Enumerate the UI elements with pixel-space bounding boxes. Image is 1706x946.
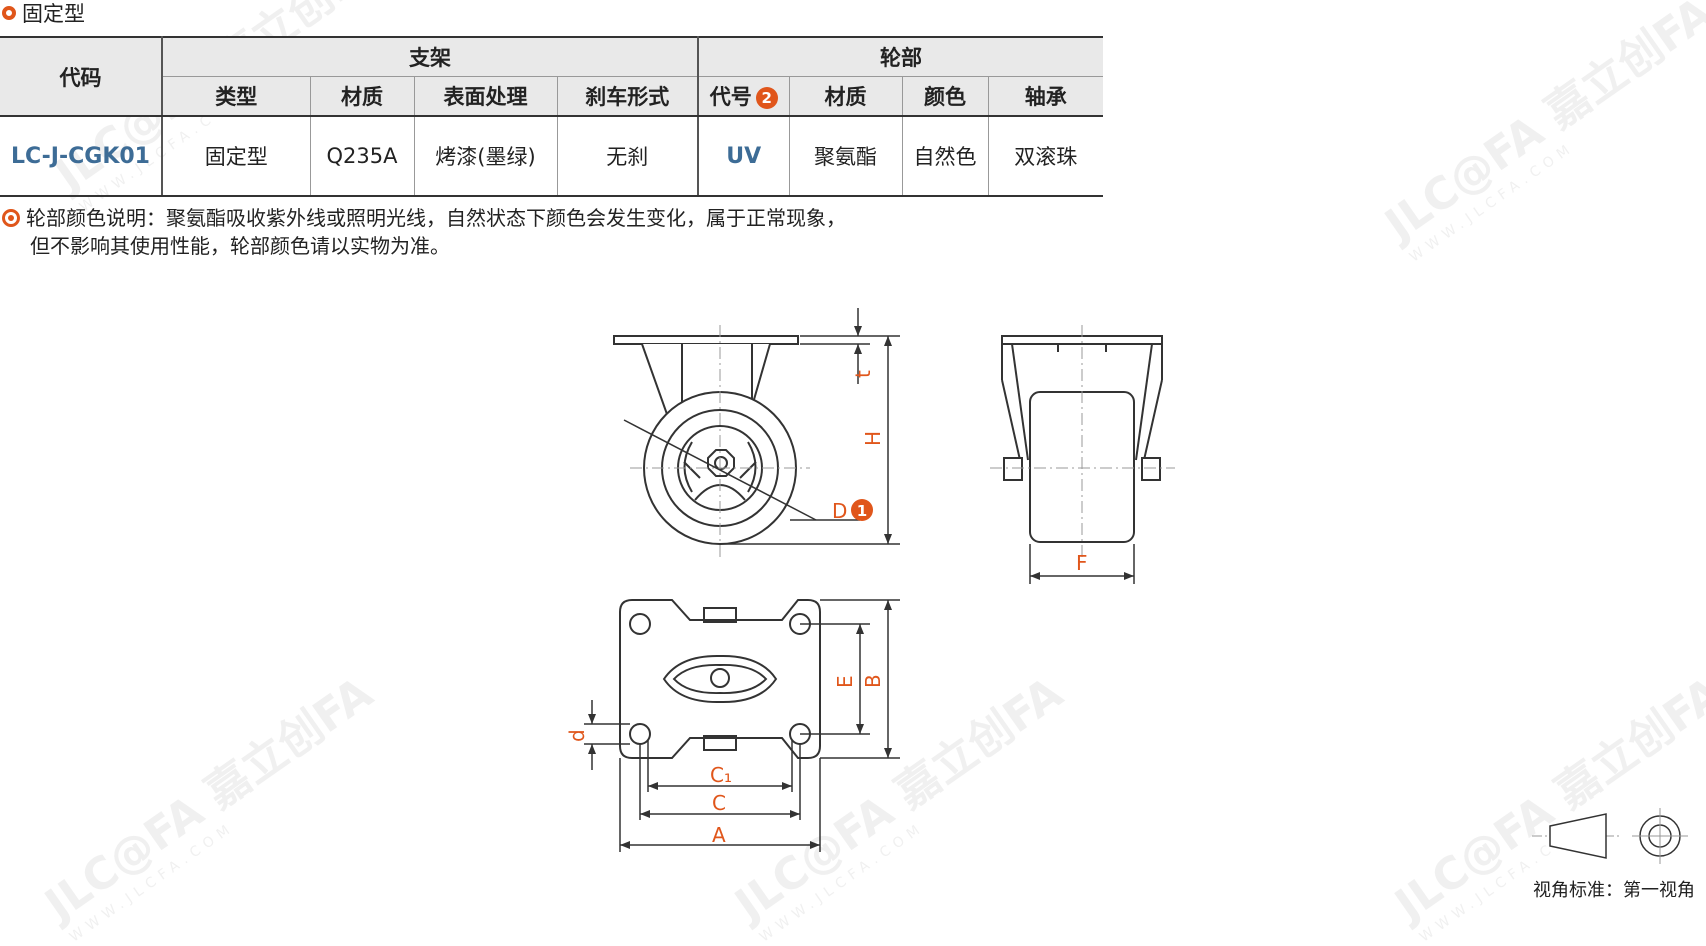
dim-H: H bbox=[861, 431, 885, 446]
header-color: 颜色 bbox=[901, 76, 988, 117]
dim-B: B bbox=[861, 674, 885, 688]
table-header-row: 代码 支架 轮部 bbox=[0, 37, 1103, 117]
header-bearing: 轴承 bbox=[987, 76, 1103, 117]
header-bracket-material: 材质 bbox=[309, 76, 414, 117]
dim-D: D bbox=[832, 499, 847, 523]
badge-1-icon bbox=[851, 499, 873, 521]
header-code: 代码 bbox=[0, 37, 162, 117]
header-surface: 表面处理 bbox=[413, 76, 557, 117]
cell-wheel-material: 聚氨酯 bbox=[788, 116, 902, 197]
section-title-text: 固定型 bbox=[22, 2, 85, 26]
color-note: 轮部颜色说明：聚氨酯吸收紫外线或照明光线，自然状态下颜色会发生变化，属于正常现象… bbox=[2, 204, 846, 260]
cell-color: 自然色 bbox=[901, 116, 988, 197]
section-title: 固定型 bbox=[2, 0, 85, 26]
cell-brake: 无刹 bbox=[556, 116, 698, 197]
table-row: LC-J-CGK01 固定型 Q235A 烤漆(墨绿) 无刹 UV 聚氨酯 自然… bbox=[0, 116, 1103, 197]
header-group-bracket: 支架 bbox=[161, 37, 698, 77]
dim-A: A bbox=[712, 823, 726, 847]
note-line-2: 但不影响其使用性能，轮部颜色请以实物为准。 bbox=[30, 234, 450, 258]
header-wheel-code-text: 代号 bbox=[709, 85, 752, 109]
projection-symbol-icon bbox=[1532, 808, 1688, 864]
projection-label: 视角标准：第一视角 bbox=[1533, 880, 1695, 901]
dim-C: C bbox=[712, 791, 726, 815]
cell-wheel-code: UV bbox=[697, 116, 789, 197]
cell-code: LC-J-CGK01 bbox=[0, 116, 162, 197]
technical-drawing: t H D 1 F E B d C₁ C A bbox=[565, 308, 1688, 864]
ring-bullet-icon bbox=[2, 6, 16, 20]
dimension-labels: t H D 1 F E B d C₁ C A bbox=[565, 370, 1088, 847]
header-wheel-material: 材质 bbox=[788, 76, 902, 117]
header-group-wheel: 轮部 bbox=[697, 37, 1103, 77]
dim-E: E bbox=[833, 675, 857, 688]
header-brake: 刹车形式 bbox=[556, 76, 698, 117]
note-line-1: 轮部颜色说明：聚氨酯吸收紫外线或照明光线，自然状态下颜色会发生变化，属于正常现象… bbox=[26, 206, 846, 230]
front-view bbox=[990, 325, 1175, 584]
target-bullet-icon bbox=[2, 209, 20, 227]
cell-bracket-material: Q235A bbox=[309, 116, 414, 197]
dim-C1: C₁ bbox=[710, 763, 732, 787]
dim-d: d bbox=[565, 729, 589, 742]
cell-type: 固定型 bbox=[161, 116, 310, 197]
side-view bbox=[613, 308, 900, 558]
cell-surface: 烤漆(墨绿) bbox=[413, 116, 557, 197]
badge-1-text: 1 bbox=[857, 502, 867, 520]
dim-F: F bbox=[1076, 551, 1088, 575]
badge-2-icon: 2 bbox=[755, 87, 778, 109]
header-type: 类型 bbox=[161, 76, 310, 117]
top-view bbox=[584, 599, 900, 852]
cell-bearing: 双滚珠 bbox=[987, 116, 1103, 197]
dim-t: t bbox=[851, 370, 875, 378]
